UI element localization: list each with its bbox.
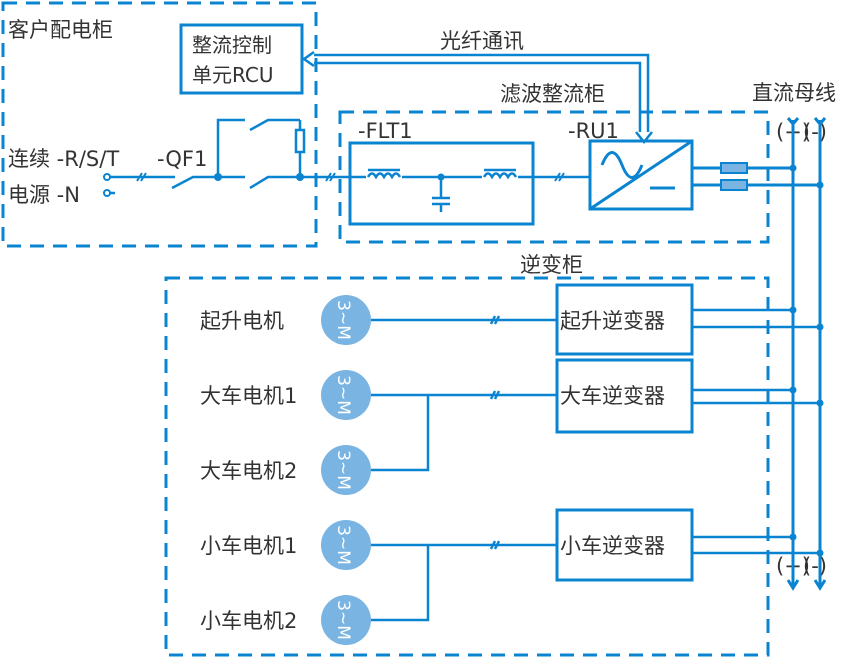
motor-icon [321, 595, 371, 645]
input-label-n: 电源 -N [8, 183, 80, 207]
motor-label: 起升电机 [200, 309, 284, 333]
rcu-label-1: 整流控制 [192, 33, 272, 57]
inverter-cabinet-box [164, 276, 770, 657]
fiber-label: 光纤通讯 [440, 29, 524, 53]
dc-bus-lines [786, 117, 827, 591]
inverter-label: 起升逆变器 [560, 309, 665, 333]
dc-bus-minus-top: (-) [803, 120, 827, 144]
fuse-icon [720, 179, 748, 191]
rectifier-ru1 [588, 139, 694, 211]
inverter-cabinet-title: 逆变柜 [520, 253, 583, 277]
fuse-icon [720, 162, 748, 174]
motor-icon [321, 520, 371, 570]
motor-symbol: 3~M [333, 525, 353, 565]
rectifier-symbol-icon [589, 139, 693, 211]
rectifier-label: -RU1 [568, 119, 619, 143]
motor-trolley-1: 小车电机1 3~M [200, 520, 371, 570]
rcu-label-2: 单元RCU [192, 63, 274, 87]
motor-trolley-2: 小车电机2 3~M [200, 595, 371, 645]
customer-cabinet-box [1, 1, 318, 248]
bus-junctions [789, 164, 824, 557]
filter-cabinet-box [338, 110, 770, 244]
motor-crane-1: 大车电机1 3~M [200, 370, 371, 420]
motor-hoist: 起升电机 3~M [200, 295, 371, 345]
inverter-label: 大车逆变器 [560, 384, 665, 408]
motor-label: 大车电机2 [200, 459, 297, 483]
inverter-crane: 大车逆变器 [555, 358, 694, 434]
motor-icon [321, 295, 371, 345]
main-power-line [103, 118, 590, 197]
motor-symbol: 3~M [333, 375, 353, 415]
customer-cabinet-title: 客户配电柜 [8, 18, 113, 42]
motor-wiring [371, 308, 820, 622]
rectifier-dc-output [692, 166, 820, 187]
inverter-hoist: 起升逆变器 [555, 283, 694, 356]
filter-cabinet-title: 滤波整流柜 [500, 82, 605, 106]
motor-crane-2: 大车电机2 3~M [200, 445, 371, 495]
filter-box [348, 141, 535, 226]
motor-symbol: 3~M [333, 300, 353, 340]
motor-label: 小车电机2 [200, 609, 297, 633]
motor-icon [321, 370, 371, 420]
dc-bus-minus-bottom: (-) [803, 554, 827, 578]
filter-label: -FLT1 [358, 119, 413, 143]
inverter-trolley: 小车逆变器 [555, 508, 694, 582]
motor-label: 大车电机1 [200, 384, 297, 408]
input-label-rst: 连续 -R/S/T [8, 147, 119, 171]
motor-label: 小车电机1 [200, 534, 297, 558]
motor-icon [321, 445, 371, 495]
motor-symbol: 3~M [333, 600, 353, 640]
breaker-label: -QF1 [157, 147, 207, 171]
filter-inductors-capacitor [366, 168, 518, 212]
inverter-label: 小车逆变器 [560, 534, 665, 558]
motor-symbol: 3~M [333, 450, 353, 490]
dc-bus-title: 直流母线 [752, 81, 836, 105]
